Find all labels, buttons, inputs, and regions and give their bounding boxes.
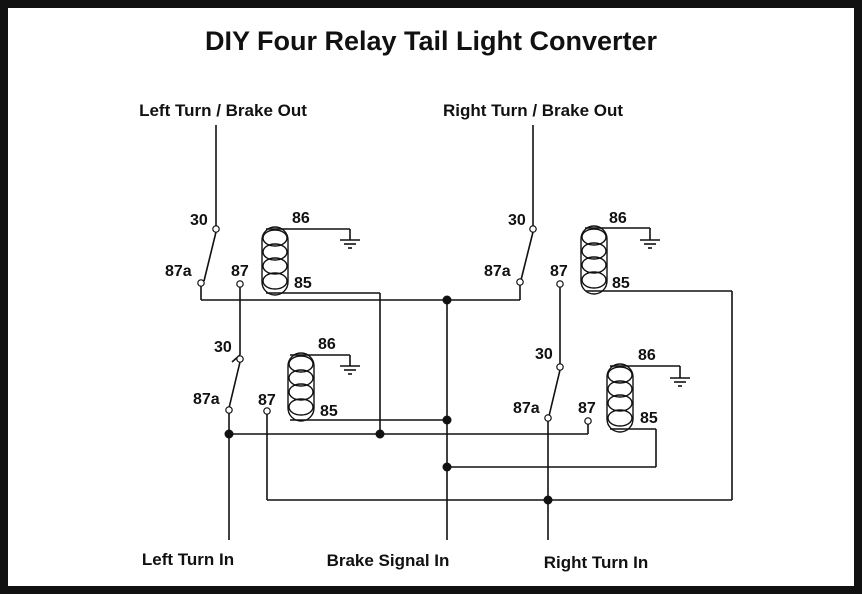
label-left-turn-in: Left Turn In: [142, 550, 234, 569]
pin-label-30: 30: [214, 339, 232, 356]
relay-coil-icon: [580, 225, 608, 295]
pin-label-86: 86: [609, 210, 627, 227]
pin-label-87a: 87a: [484, 263, 511, 280]
switch-arm: [228, 361, 241, 409]
ground-icon: [640, 239, 660, 249]
relay-lower-left: [228, 354, 732, 540]
relay-upper-left: [200, 125, 520, 434]
pin-label-87a: 87a: [165, 263, 192, 280]
ground-icon: [670, 377, 690, 387]
relay-coil-icon: [261, 226, 289, 296]
pin-label-30: 30: [190, 212, 208, 229]
ground-icon: [340, 239, 360, 249]
label-left-turn-brake-out: Left Turn / Brake Out: [139, 101, 307, 120]
pin-label-86: 86: [292, 210, 310, 227]
switch-arm: [520, 231, 534, 281]
pin-label-87: 87: [578, 400, 596, 417]
label-brake-signal-in: Brake Signal In: [327, 551, 450, 570]
terminal-circles: [197, 225, 592, 425]
relay-coil-icon: [287, 352, 315, 422]
pin-label-85: 85: [612, 275, 630, 292]
pin-label-85: 85: [294, 275, 312, 292]
pin-label-30: 30: [508, 212, 526, 229]
pin-label-30: 30: [535, 346, 553, 363]
pin-label-87a: 87a: [513, 400, 540, 417]
pin-label-85: 85: [640, 410, 658, 427]
relay-coil-icon: [606, 363, 634, 433]
pin-label-85: 85: [320, 403, 338, 420]
pin-label-87: 87: [258, 392, 276, 409]
switch-arm: [203, 231, 217, 282]
pin-label-86: 86: [318, 336, 336, 353]
ground-icon: [340, 365, 360, 375]
junction-dot-icon: [224, 295, 553, 505]
switch-arm: [548, 369, 561, 417]
label-right-turn-in: Right Turn In: [544, 553, 649, 572]
pin-label-87: 87: [231, 263, 249, 280]
label-right-turn-brake-out: Right Turn / Brake Out: [443, 101, 623, 120]
diagram-title: DIY Four Relay Tail Light Converter: [205, 26, 658, 56]
pin-label-87a: 87a: [193, 391, 220, 408]
relay-lower-right: [447, 365, 681, 540]
pin-label-86: 86: [638, 347, 656, 364]
pin-label-87: 87: [550, 263, 568, 280]
relay-upper-right: [519, 125, 733, 500]
